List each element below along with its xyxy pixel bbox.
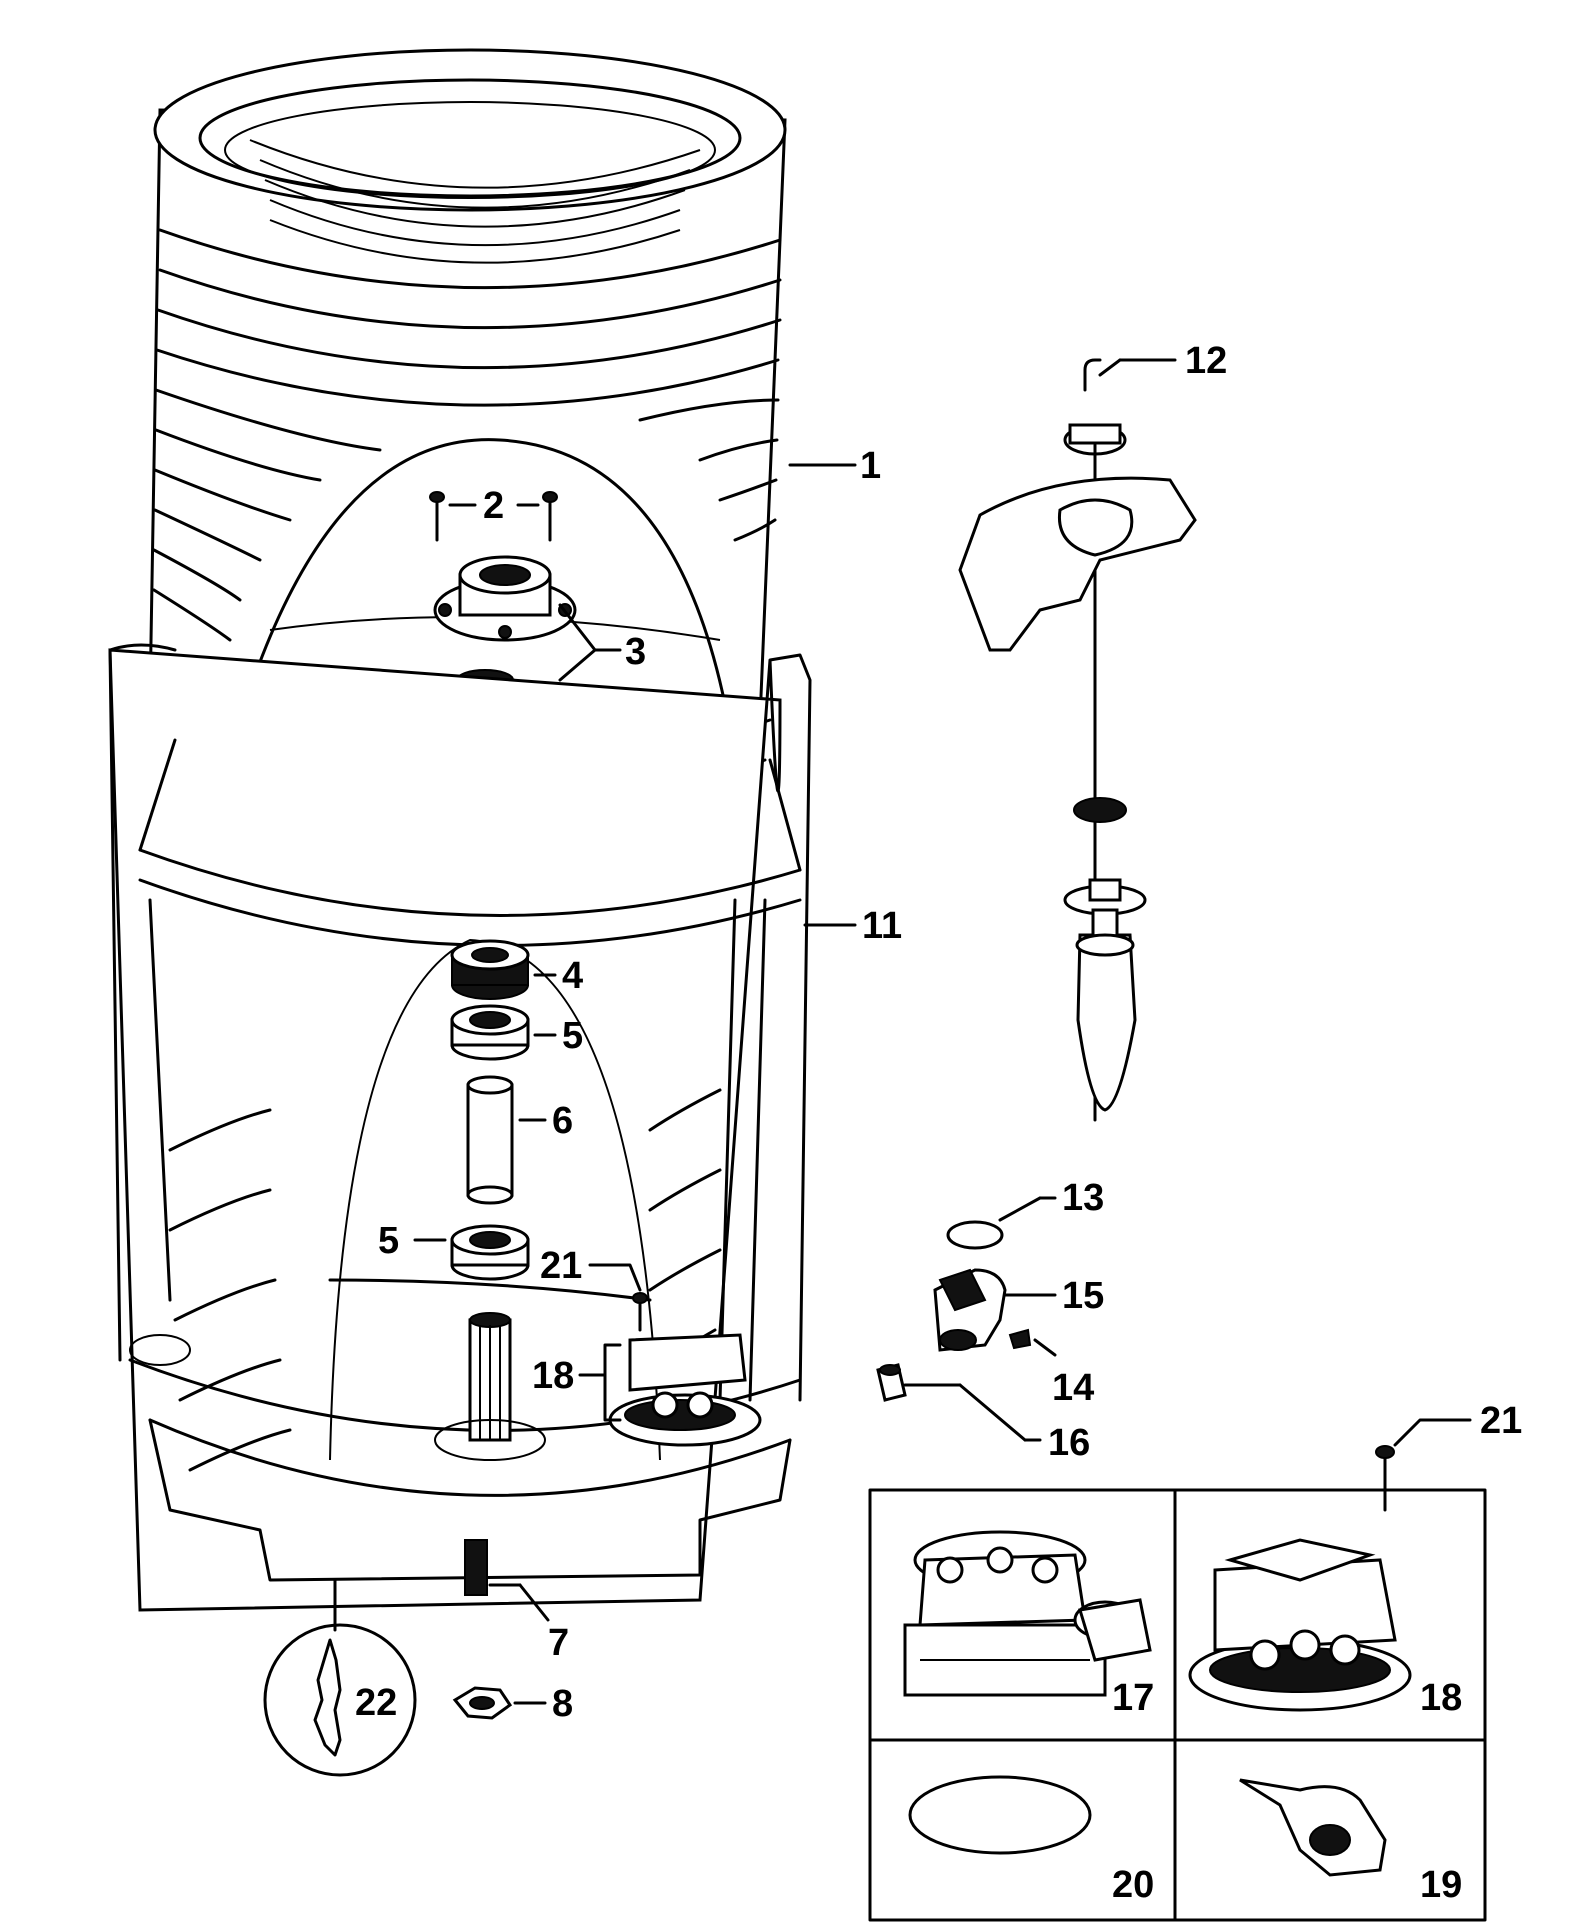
callout-21-right: 21 xyxy=(1480,1400,1522,1442)
part-5-bearing-lower xyxy=(413,1224,530,1281)
callout-1: 1 xyxy=(860,445,881,487)
callout-20: 20 xyxy=(1112,1864,1154,1906)
basket-inner-ribs xyxy=(249,139,701,264)
basket-outer-ribs xyxy=(152,228,782,642)
callout-19: 19 xyxy=(1420,1864,1462,1906)
callout-2: 2 xyxy=(483,485,504,527)
splined-shaft xyxy=(434,1312,546,1461)
tub-side-ribs xyxy=(148,898,767,1472)
part-13-o-ring xyxy=(946,1196,1057,1250)
callout-5-lower: 5 xyxy=(378,1220,399,1262)
part-12-level-sensor-assembly xyxy=(958,358,1197,1122)
part-7-stud xyxy=(464,1539,550,1622)
callout-11: 11 xyxy=(862,905,902,947)
part-21-screw-right xyxy=(1375,1418,1472,1512)
callout-3: 3 xyxy=(625,631,646,673)
callout-14: 14 xyxy=(1052,1367,1094,1409)
callout-18-tub: 18 xyxy=(532,1355,574,1397)
part-20-gasket xyxy=(908,1775,1092,1855)
part-8-nut xyxy=(452,1686,547,1720)
part-11-outer-tub xyxy=(108,643,812,1612)
part-5-bearing-upper xyxy=(450,1004,557,1061)
part-6-tube xyxy=(466,1075,547,1205)
part-4-bearing xyxy=(450,939,557,1000)
callout-6: 6 xyxy=(552,1100,573,1142)
part-18-actuator-in-tub xyxy=(578,1333,762,1447)
callout-22: 22 xyxy=(355,1682,397,1724)
part-21-screw-in-tub xyxy=(588,1263,648,1332)
part-14-clip xyxy=(1008,1328,1057,1357)
part-2-screws xyxy=(429,491,558,542)
callout-16: 16 xyxy=(1048,1422,1090,1464)
callout-15: 15 xyxy=(1062,1275,1104,1317)
part-22-clip-detail xyxy=(263,1623,417,1777)
callout-13: 13 xyxy=(1062,1177,1104,1219)
kit-boxes xyxy=(868,1488,1487,1922)
part-18-actuator xyxy=(1188,1538,1412,1712)
callout-17: 17 xyxy=(1112,1677,1154,1719)
callout-4: 4 xyxy=(562,955,583,997)
basket-hub xyxy=(433,555,577,642)
callout-18-box: 18 xyxy=(1420,1677,1462,1719)
callout-21-tub: 21 xyxy=(540,1245,582,1287)
callout-12: 12 xyxy=(1185,340,1227,382)
callout-5-upper: 5 xyxy=(562,1015,583,1057)
callout-7: 7 xyxy=(548,1622,569,1664)
callout-8: 8 xyxy=(552,1683,573,1725)
part-16-clamp xyxy=(876,1363,1042,1442)
part-17-pump xyxy=(903,1530,1152,1697)
part-19-cam xyxy=(1239,1778,1387,1877)
part-15-valve xyxy=(933,1268,1057,1352)
